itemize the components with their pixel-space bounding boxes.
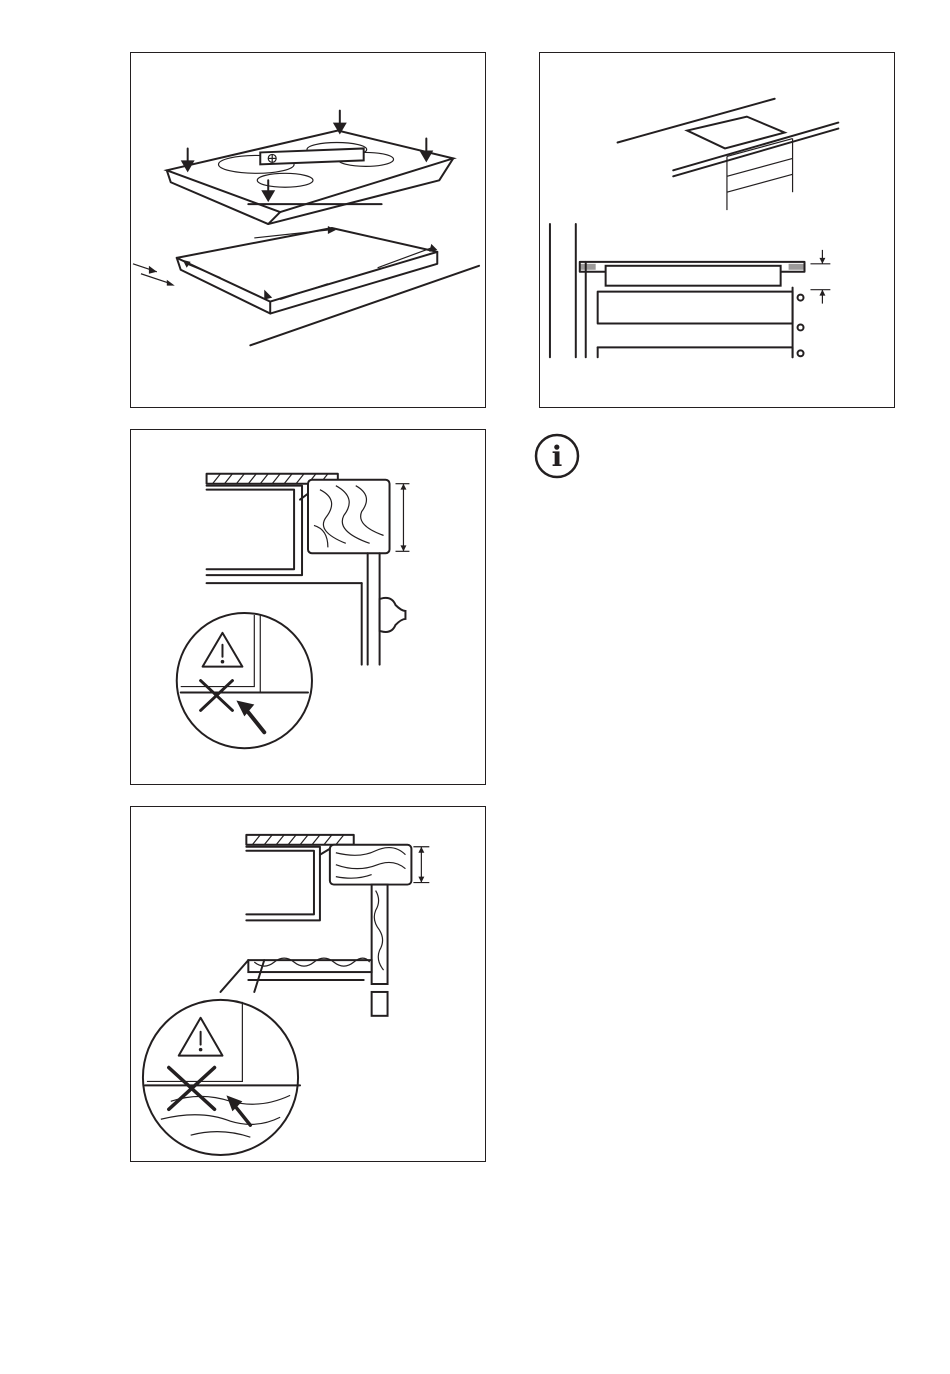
figure-hob-in-cutout: [539, 52, 895, 408]
figure-wood-frame-wrong: [130, 429, 486, 785]
figure-wood-shelf-wrong: [130, 806, 486, 1162]
information-icon: i: [533, 432, 581, 480]
hob-seal-installation-illustration: [131, 53, 485, 407]
hob-countertop-section-illustration: [540, 53, 894, 407]
information-glyph: i: [552, 440, 563, 473]
figure-hob-placement: [130, 52, 486, 408]
